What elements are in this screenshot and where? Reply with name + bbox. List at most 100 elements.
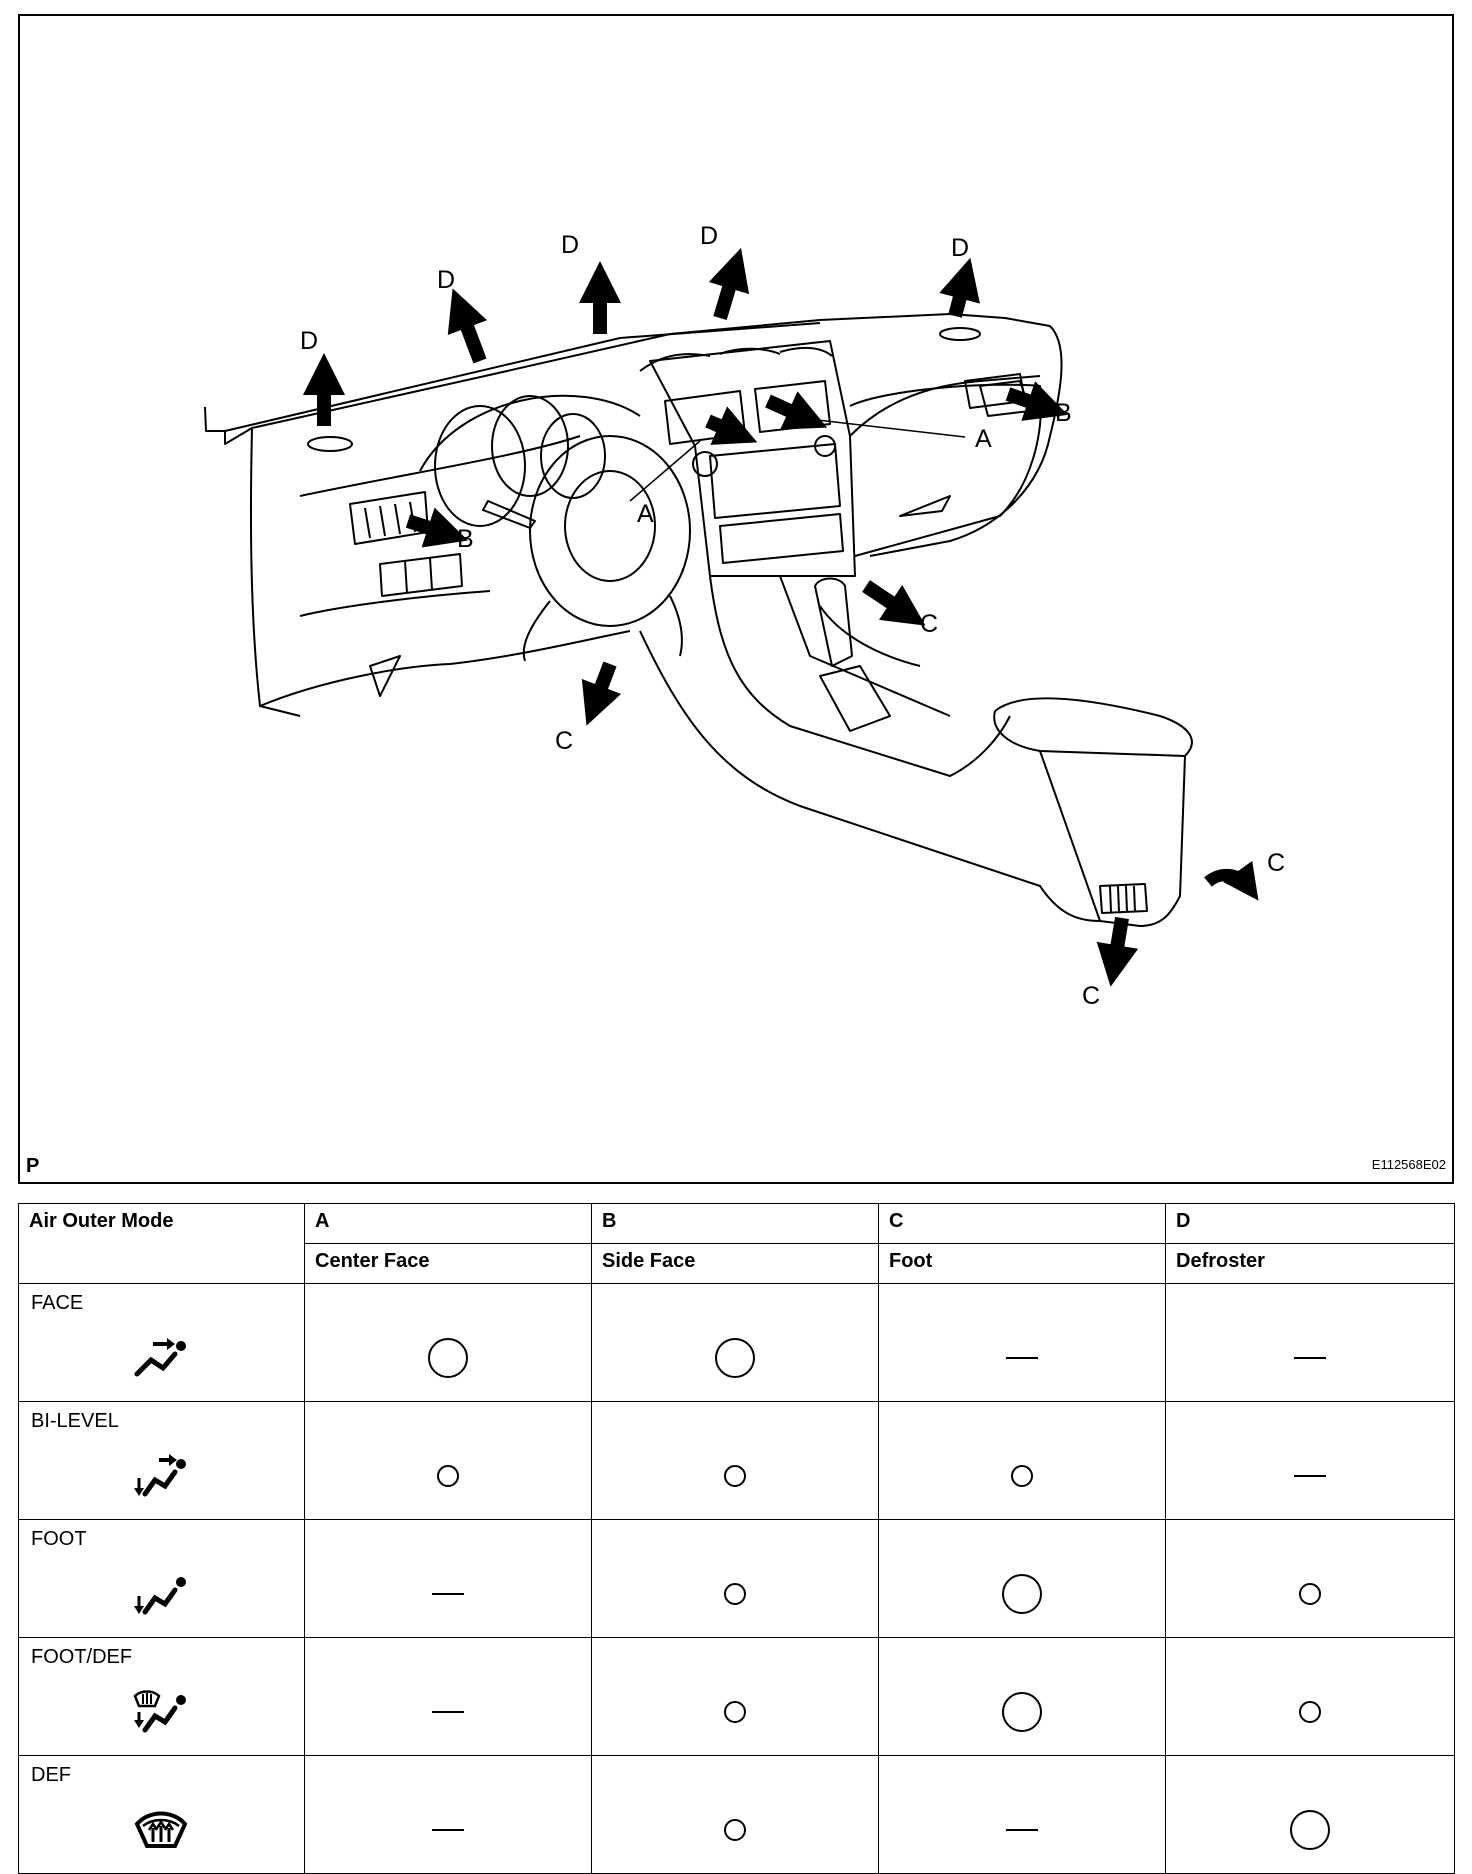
value-cell xyxy=(304,1401,592,1520)
small-circle-mark xyxy=(1299,1582,1321,1605)
callout-d: D xyxy=(561,231,580,259)
value-cell xyxy=(1165,1401,1455,1520)
figure-id: E112568E02 xyxy=(1371,1157,1446,1172)
leader-lines xyxy=(629,417,966,502)
header-outlet-letter: C xyxy=(878,1203,1166,1244)
callout-c: C xyxy=(920,610,939,638)
foot-mode-icon xyxy=(134,1577,186,1615)
callout-c: C xyxy=(1267,849,1286,877)
large-circle-mark xyxy=(1002,1573,1042,1614)
def-mode-icon xyxy=(134,1811,188,1848)
corner-mark: P xyxy=(26,1155,40,1177)
large-circle-mark xyxy=(1002,1691,1042,1732)
small-circle-mark xyxy=(1299,1700,1321,1723)
mode-row: FOOT xyxy=(18,1519,1455,1638)
arrow-c3 xyxy=(1096,916,1139,987)
bi-level-mode-icon xyxy=(134,1454,186,1497)
header-row-letters: Air Outer Mode A B C D xyxy=(18,1203,1455,1284)
value-cell xyxy=(591,1401,879,1520)
arrow-d2 xyxy=(447,288,488,364)
value-cell xyxy=(878,1755,1166,1874)
dash-mark xyxy=(1294,1474,1326,1477)
dash-mark xyxy=(1006,1356,1038,1359)
value-cell xyxy=(591,1755,879,1874)
callout-b: B xyxy=(1055,399,1072,427)
mode-row: BI-LEVEL xyxy=(18,1401,1455,1520)
dash-mark xyxy=(432,1592,464,1595)
callout-c: C xyxy=(555,727,574,755)
arrow-d4 xyxy=(708,247,750,321)
value-cell xyxy=(878,1637,1166,1756)
mode-row: DEF xyxy=(18,1755,1455,1874)
value-cell xyxy=(304,1755,592,1874)
header-outlet-name: Defroster xyxy=(1165,1243,1455,1284)
value-cell xyxy=(1165,1283,1455,1402)
value-cell xyxy=(1165,1755,1455,1874)
mode-name: FOOT/DEF xyxy=(31,1646,133,1668)
small-circle-mark xyxy=(724,1700,746,1723)
foot-def-mode-icon xyxy=(133,1690,186,1733)
dash-mark xyxy=(432,1828,464,1831)
mode-row: FOOT/DEF xyxy=(18,1637,1455,1756)
callout-d: D xyxy=(700,222,719,250)
header-air-outer-mode: Air Outer Mode xyxy=(18,1203,305,1284)
value-cell xyxy=(878,1401,1166,1520)
value-cell xyxy=(591,1637,879,1756)
header-outlet-name: Side Face xyxy=(591,1243,879,1284)
callout-d: D xyxy=(951,234,970,262)
mode-rows: FACE BI-LEVEL FOOT FOOT/DEF DEF xyxy=(18,1283,1455,1874)
mode-name: FACE xyxy=(31,1292,84,1314)
value-cell xyxy=(304,1519,592,1638)
header-outlet-name: Foot xyxy=(878,1243,1166,1284)
mode-name: FOOT xyxy=(31,1528,87,1550)
header-outlet-letter: A xyxy=(304,1203,592,1244)
small-circle-mark xyxy=(437,1464,459,1487)
mode-name: DEF xyxy=(31,1764,71,1786)
airflow-arrows xyxy=(303,247,1139,987)
arrow-d5 xyxy=(939,257,980,318)
arrow-a2 xyxy=(765,391,828,430)
value-cell xyxy=(304,1637,592,1756)
small-circle-mark xyxy=(724,1464,746,1487)
small-circle-mark xyxy=(1011,1464,1033,1487)
header-outlet-letter: B xyxy=(591,1203,879,1244)
large-circle-mark xyxy=(1290,1809,1330,1850)
face-mode-icon xyxy=(134,1338,186,1377)
dash-mark xyxy=(1294,1356,1326,1359)
small-circle-mark xyxy=(724,1582,746,1605)
mode-cell: FOOT xyxy=(18,1519,305,1638)
mode-cell: FACE xyxy=(18,1283,305,1402)
mode-cell: BI-LEVEL xyxy=(18,1401,305,1520)
value-cell xyxy=(304,1283,592,1402)
large-circle-mark xyxy=(715,1337,755,1378)
header-row-names: Center Face Side Face Foot Defroster xyxy=(19,1243,1455,1284)
value-cell xyxy=(878,1283,1166,1402)
callout-b: B xyxy=(457,525,474,553)
header-outlet-letter: D xyxy=(1165,1203,1455,1244)
air-outlet-mode-table: Air Outer Mode A B C D Center Face Side … xyxy=(18,1203,1455,1874)
arrow-b1 xyxy=(405,507,468,548)
header-outlet-name: Center Face xyxy=(304,1243,592,1284)
large-circle-mark xyxy=(428,1337,468,1378)
dashboard-figure: A A B B C C C C D D D D D P E112568E02 xyxy=(18,14,1454,1184)
callout-d: D xyxy=(437,266,456,294)
value-cell xyxy=(591,1283,879,1402)
mode-cell: DEF xyxy=(18,1755,305,1874)
mode-name: BI-LEVEL xyxy=(31,1410,119,1432)
mode-row: FACE xyxy=(18,1283,1455,1402)
arrow-c2 xyxy=(581,661,622,726)
arrow-c1 xyxy=(862,580,926,626)
callout-a: A xyxy=(637,500,654,528)
arrow-c4 xyxy=(1204,860,1259,901)
value-cell xyxy=(591,1519,879,1638)
dashboard-illustration xyxy=(204,247,1259,987)
value-cell xyxy=(878,1519,1166,1638)
callout-c: C xyxy=(1082,982,1101,1010)
arrow-b2 xyxy=(1005,381,1068,421)
value-cell xyxy=(1165,1519,1455,1638)
callout-d: D xyxy=(300,327,319,355)
arrow-a1 xyxy=(705,406,758,445)
value-cell xyxy=(1165,1637,1455,1756)
dash-mark xyxy=(1006,1828,1038,1831)
small-circle-mark xyxy=(724,1818,746,1841)
